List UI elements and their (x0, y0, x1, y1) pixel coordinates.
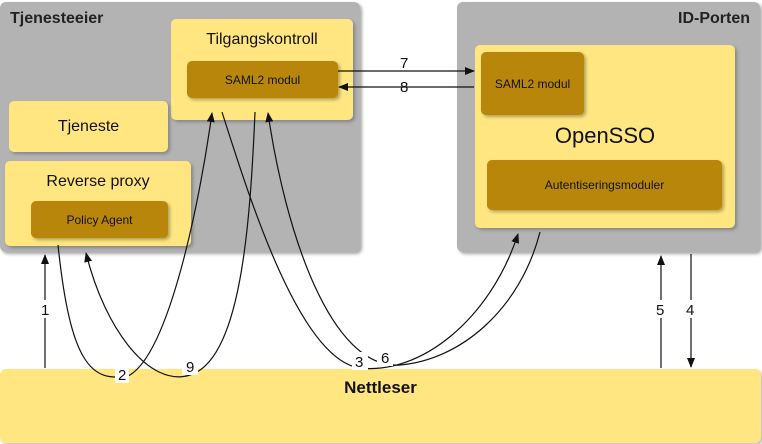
step-label-3: 3 (355, 354, 363, 371)
arrow-step-6 (265, 112, 541, 366)
step-label-4: 4 (686, 302, 694, 319)
policy-agent-module: Policy Agent (31, 201, 168, 238)
step-label-9: 9 (186, 359, 194, 376)
tjeneste-box: Tjeneste (9, 101, 168, 152)
arrow-step-3 (221, 111, 520, 370)
reverse-proxy-title: Reverse proxy (46, 173, 150, 190)
arrow-step-9 (84, 111, 256, 378)
id-porten-saml2-module: SAML2 modul (481, 52, 584, 115)
step-label-6: 6 (381, 350, 389, 367)
opensso-title: OpenSSO (554, 123, 656, 148)
nettleser-title: Nettleser (344, 378, 417, 397)
step-label-2: 2 (118, 367, 126, 384)
step-label-1: 1 (41, 302, 49, 319)
arrow-step-2 (57, 112, 215, 378)
tilgangskontroll-saml2-module: SAML2 modul (187, 61, 338, 98)
tjenesteeier-title: Tjenesteeier (10, 10, 104, 27)
tilgangskontroll-title: Tilgangskontroll (206, 31, 318, 48)
step-label-5: 5 (656, 302, 664, 319)
autentiseringsmoduler-module: Autentiseringsmoduler (487, 160, 722, 210)
step-label-8: 8 (400, 79, 408, 96)
step-label-7: 7 (400, 55, 408, 72)
id-porten-title: ID-Porten (678, 10, 750, 27)
